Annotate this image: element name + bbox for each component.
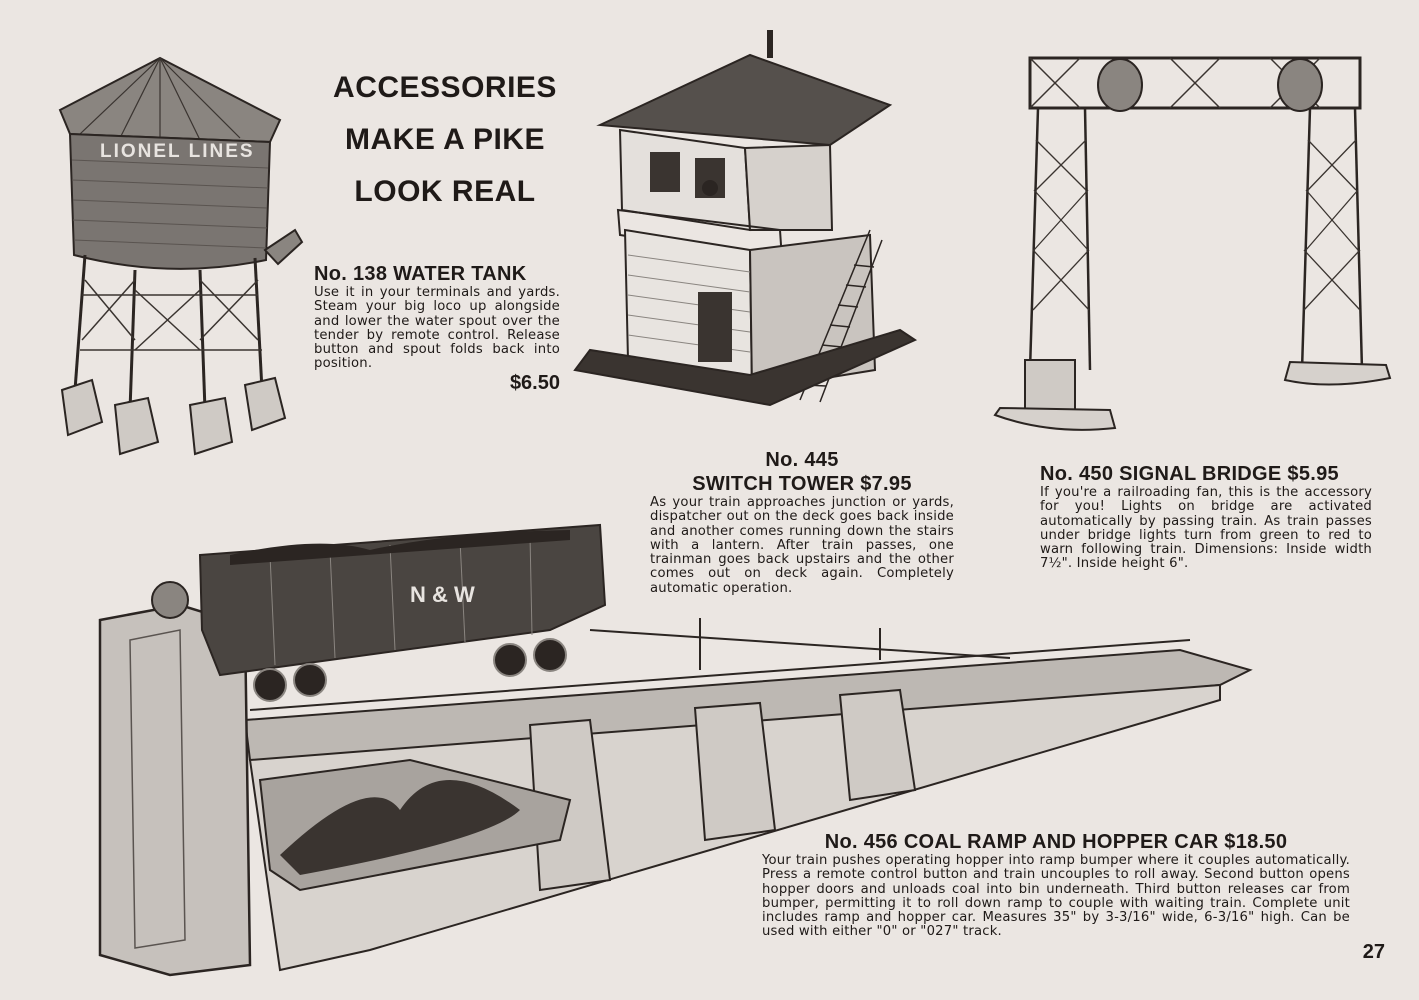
page-number: 27 <box>1362 941 1385 963</box>
water-tank-illustration: LIONEL LINES <box>58 56 304 456</box>
coal-ramp-description: Your train pushes operating hopper into … <box>762 853 1350 940</box>
coal-ramp-illustration: N & W <box>98 523 1253 977</box>
signal-bridge-illustration <box>993 56 1392 431</box>
car-lettering: N & W <box>410 582 475 607</box>
coal-ramp-block: No. 456 COAL RAMP AND HOPPER CAR $18.50 … <box>762 830 1350 940</box>
headline: ACCESSORIES MAKE A PIKE LOOK REAL <box>300 62 590 218</box>
coal-ramp-title: No. 456 COAL RAMP AND HOPPER CAR $18.50 <box>824 831 1288 853</box>
water-tank-price: $6.50 <box>509 371 560 394</box>
water-tank-block: No. 138 WATER TANK Use it in your termin… <box>314 262 560 395</box>
headline-line-3: LOOK REAL <box>354 175 536 208</box>
switch-tower-illustration <box>573 30 918 407</box>
signal-bridge-title: No. 450 SIGNAL BRIDGE $5.95 <box>1040 463 1339 485</box>
switch-tower-description: As your train approaches junction or yar… <box>650 495 954 596</box>
water-tank-title: No. 138 WATER TANK <box>314 263 527 285</box>
switch-tower-title-line-2: SWITCH TOWER $7.95 <box>692 473 912 495</box>
headline-line-1: ACCESSORIES <box>333 71 557 104</box>
switch-tower-block: No. 445 SWITCH TOWER $7.95 As your train… <box>650 448 954 596</box>
tank-lettering: LIONEL LINES <box>100 141 255 162</box>
water-tank-description: Use it in your terminals and yards. Stea… <box>314 285 560 372</box>
switch-tower-title-line-1: No. 445 <box>765 449 839 471</box>
headline-line-2: MAKE A PIKE <box>345 123 545 156</box>
signal-bridge-description: If you're a railroading fan, this is the… <box>1040 485 1372 572</box>
signal-bridge-block: No. 450 SIGNAL BRIDGE $5.95 If you're a … <box>1040 462 1372 572</box>
